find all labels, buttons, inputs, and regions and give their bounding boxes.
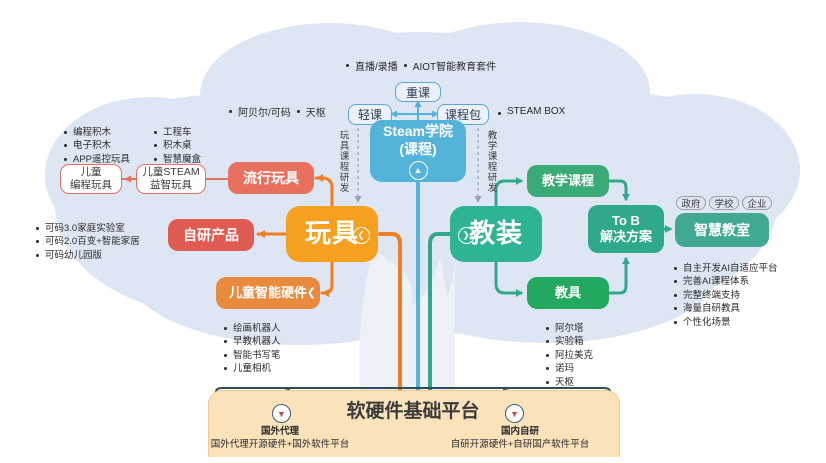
pill-zhongke-label: 重课 — [405, 85, 430, 100]
kid-steam-line1: 儿童STEAM — [142, 165, 200, 178]
bullet-item: 儿童相机 — [222, 362, 281, 375]
bullet-item: 天枢 — [544, 376, 593, 389]
to-b-line2: 解决方案 — [599, 229, 652, 244]
course-bullet-1: 天枢 — [296, 104, 326, 119]
bullet-item: 可码幼儿园版 — [34, 249, 140, 262]
bullet-item: 可码3.0家庭实验室 — [34, 222, 140, 235]
tag-government[interactable]: 政府 — [676, 196, 706, 210]
bullet-item: 阿尔塔 — [544, 322, 593, 335]
chevron-down-circle-icon[interactable]: ▼ — [505, 404, 524, 423]
pill-course-package-label: 课程包 — [444, 108, 481, 122]
label-teaching-course-rnd: 教学课程研发 — [485, 130, 497, 193]
kid-steam-line2: 益智玩具 — [149, 179, 192, 191]
node-self-developed[interactable]: 自研产品 — [168, 219, 254, 251]
bullet-item: 智能书写笔 — [222, 349, 281, 362]
bullet-item: 自主开发AI自适应平台 — [672, 262, 777, 275]
bullet-item: 完善AI课程体系 — [672, 275, 777, 288]
node-popular-toys[interactable]: 流行玩具 — [228, 162, 314, 194]
to-b-line1: To B — [612, 212, 640, 228]
bullet-item: 绘画机器人 — [222, 322, 281, 335]
node-teaching-course-label: 教学课程 — [541, 172, 594, 188]
node-teaching-aid-label: 教具 — [554, 284, 581, 300]
node-toys-root[interactable]: 玩具 ❮ — [286, 206, 378, 262]
kid-prog-line1: 儿童 — [80, 165, 102, 178]
platform-right-title: 国内自研 — [500, 426, 539, 437]
platform-right-column: 国内自研 自研开源硬件+自研国产软件平台 — [420, 426, 620, 452]
chevron-up-icon: ▲ — [408, 161, 428, 181]
node-teaching-course[interactable]: 教学课程 — [527, 165, 609, 197]
bullet-item: 智慧魔盒 — [152, 153, 201, 166]
bullet-item: 实验箱 — [544, 335, 593, 348]
top-bullet-0: 直播/录播 — [345, 58, 398, 73]
bullet-item: 积木桌 — [152, 139, 201, 152]
platform-left-desc: 国外代理开源硬件+国外软件平台 — [210, 438, 350, 450]
platform-left-title: 国外代理 — [260, 426, 299, 437]
bullet-item: 完整终端支持 — [672, 289, 777, 302]
bullet-item: 可码2.0百变+智能家居 — [34, 235, 140, 248]
chevron-right-icon: ❯ — [458, 227, 475, 244]
node-self-developed-label: 自研产品 — [183, 226, 239, 243]
bullet-item: 早教机器人 — [222, 335, 281, 348]
node-edu-equipment-label: 教装 — [468, 218, 523, 249]
kid-hardware-bullets: 绘画机器人 早教机器人 智能书写笔 儿童相机 — [222, 322, 281, 376]
green-connectors — [428, 179, 672, 394]
green-arrowheads — [516, 177, 672, 297]
teaching-aid-bullets: 阿尔塔 实验箱 阿拉美克 诺玛 天枢 — [544, 322, 593, 389]
bullet-item: 诺玛 — [544, 362, 593, 375]
top-bullet-1: AIOT智能教育套件 — [403, 58, 496, 73]
self-developed-bullets: 可码3.0家庭实验室 可码2.0百变+智能家居 可码幼儿园版 — [34, 222, 140, 262]
platform-title: 软硬件基础平台 — [346, 401, 480, 422]
pill-qingke-label: 轻课 — [357, 108, 382, 122]
tag-enterprise[interactable]: 企业 — [742, 196, 772, 210]
steam-academy-line2: (课程) — [399, 141, 437, 157]
pink-arrowheads — [124, 175, 131, 183]
node-kid-smart-hardware[interactable]: 儿童智能硬件 ❮ — [216, 277, 320, 309]
node-smart-classroom-label: 智慧教室 — [694, 221, 750, 238]
bullet-item: 工程车 — [152, 126, 201, 139]
bullet-item: 海量自研教具 — [672, 302, 777, 315]
steam-academy-line1: Steam学院 — [382, 122, 454, 139]
popular-toys-bullets-col2: 工程车 积木桌 智慧魔盒 — [152, 126, 201, 166]
pill-qingke[interactable]: 轻课 — [348, 104, 392, 125]
chevron-down-circle-icon[interactable]: ▼ — [272, 404, 291, 423]
platform-right-desc: 自研开源硬件+自研国产软件平台 — [450, 438, 590, 450]
chevron-left-icon: ❮ — [353, 227, 370, 244]
smart-classroom-bullets: 自主开发AI自适应平台 完善AI课程体系 完整终端支持 海量自研教具 个性化场景 — [672, 262, 777, 329]
chevron-left-icon: ❮ — [306, 287, 316, 299]
node-popular-toys-label: 流行玩具 — [243, 169, 299, 186]
label-toy-course-rnd: 玩具课程研发 — [337, 130, 349, 193]
pill-zhongke[interactable]: 重课 — [395, 82, 441, 102]
platform-panel — [208, 390, 620, 457]
steam-box-bullet: STEAM BOX — [497, 106, 565, 117]
orange-arrowheads — [258, 174, 329, 297]
node-kid-programming-toys[interactable]: 儿童 编程玩具 — [60, 164, 122, 194]
node-smart-classroom[interactable]: 智慧教室 — [675, 213, 769, 247]
bullet-item: APP遥控玩具 — [62, 153, 130, 166]
node-edu-equipment-root[interactable]: ❯ 教装 — [450, 206, 542, 262]
kid-prog-line2: 编程玩具 — [70, 179, 112, 191]
top-bullets: 直播/录播 AIOT智能教育套件 — [345, 58, 496, 73]
node-toys-label: 玩具 — [304, 218, 359, 249]
course-bullet-0: 阿贝尔/可码 — [228, 104, 291, 119]
bullet-item: 编程积木 — [62, 126, 130, 139]
platform-left-column: 国外代理 国外代理开源硬件+国外软件平台 — [185, 426, 375, 452]
bullet-item: 个性化场景 — [672, 316, 777, 329]
node-kid-smart-hardware-label: 儿童智能硬件 — [228, 284, 307, 300]
bullet-item: 阿拉美克 — [544, 349, 593, 362]
popular-toys-bullets-col1: 编程积木 电子积木 APP遥控玩具 — [62, 126, 130, 166]
tag-school[interactable]: 学校 — [709, 196, 739, 210]
research-arrowheads — [354, 196, 482, 203]
node-steam-academy[interactable]: Steam学院 (课程) ▲ — [370, 120, 466, 182]
bullet-item: 电子积木 — [62, 139, 130, 152]
node-teaching-aid[interactable]: 教具 — [527, 277, 609, 309]
steam-box-label: STEAM BOX — [497, 106, 565, 117]
node-to-b-solution[interactable]: To B 解决方案 — [588, 205, 664, 253]
course-row-left-bullets: 阿贝尔/可码 天枢 — [228, 104, 326, 119]
node-kid-steam-toys[interactable]: 儿童STEAM 益智玩具 — [136, 164, 206, 194]
blue-arrowheads — [390, 100, 439, 118]
